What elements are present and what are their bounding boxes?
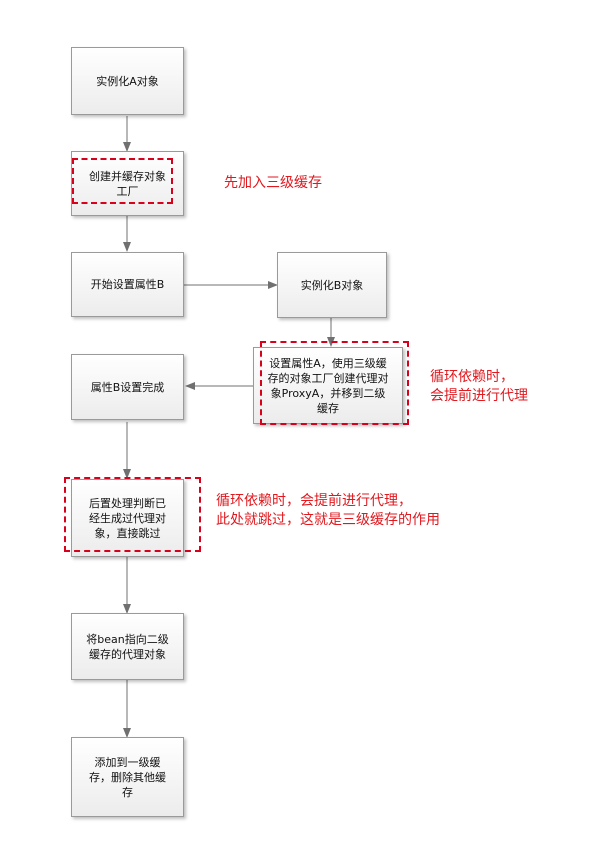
node-post-process-check: 后置处理判断已 经生成过代理对 象，直接跳过 xyxy=(71,479,184,557)
node-set-property-a: 设置属性A，使用三级缓 存的对象工厂创建代理对 象ProxyA，并移到二级 缓存 xyxy=(253,347,403,424)
node-property-b-done: 属性B设置完成 xyxy=(71,354,184,420)
highlight-post-process-check xyxy=(64,477,201,552)
note-circular-proxy-early: 循环依赖时， 会提前进行代理 xyxy=(430,369,528,404)
node-point-bean-to-proxy: 将bean指向二级 缓存的代理对象 xyxy=(71,613,184,680)
node-add-to-level1: 添加到一级缓 存，删除其他缓 存 xyxy=(71,737,184,817)
node-create-cache-factory: 创建并缓存对象 工厂 xyxy=(71,151,184,216)
note-circular-skip-explain: 循环依赖时，会提前进行代理， 此处就跳过，这就是三级缓存的作用 xyxy=(216,493,440,528)
highlight-create-cache-factory xyxy=(72,158,173,204)
node-instantiate-a: 实例化A对象 xyxy=(71,47,184,115)
highlight-set-property-a xyxy=(260,341,409,425)
note-add-level3-first: 先加入三级缓存 xyxy=(224,175,322,191)
node-set-property-b: 开始设置属性B xyxy=(71,252,184,317)
node-instantiate-b: 实例化B对象 xyxy=(277,252,387,318)
